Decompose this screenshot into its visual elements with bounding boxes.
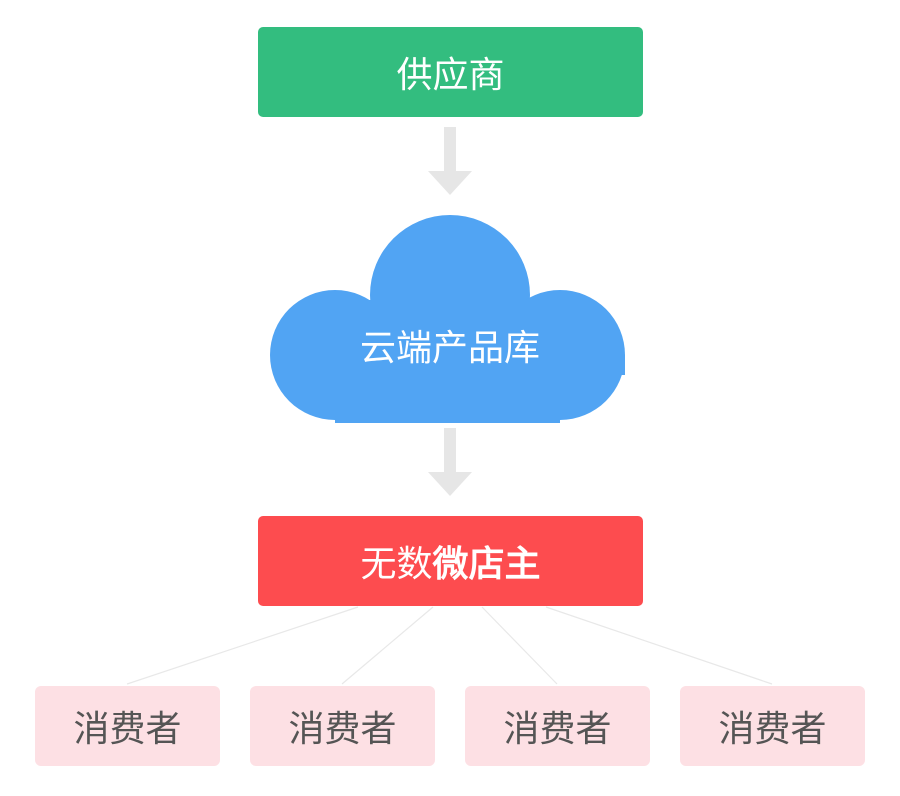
owner-label-regular: 无数: [360, 544, 433, 585]
arrow-down-icon: [428, 428, 472, 496]
consumer-node: 消费者: [680, 686, 865, 766]
cloud-product-library-node: 云端产品库: [275, 300, 625, 390]
consumer-label: 消费者: [503, 709, 612, 750]
arrow-down-icon: [428, 127, 472, 195]
consumer-node: 消费者: [35, 686, 220, 766]
consumer-node: 消费者: [465, 686, 650, 766]
consumer-node: 消费者: [250, 686, 435, 766]
owner-label-bold: 微店主: [432, 544, 541, 585]
consumer-label: 消费者: [288, 709, 397, 750]
consumer-label: 消费者: [73, 709, 182, 750]
cloud-label: 云端产品库: [359, 328, 540, 369]
consumer-connectors: [126, 606, 773, 685]
supplier-label: 供应商: [396, 55, 505, 96]
cloud-shape: [270, 215, 625, 423]
supplier-node: 供应商: [258, 27, 643, 117]
consumer-label: 消费者: [718, 709, 827, 750]
shop-owner-node: 无数微店主: [258, 516, 643, 606]
